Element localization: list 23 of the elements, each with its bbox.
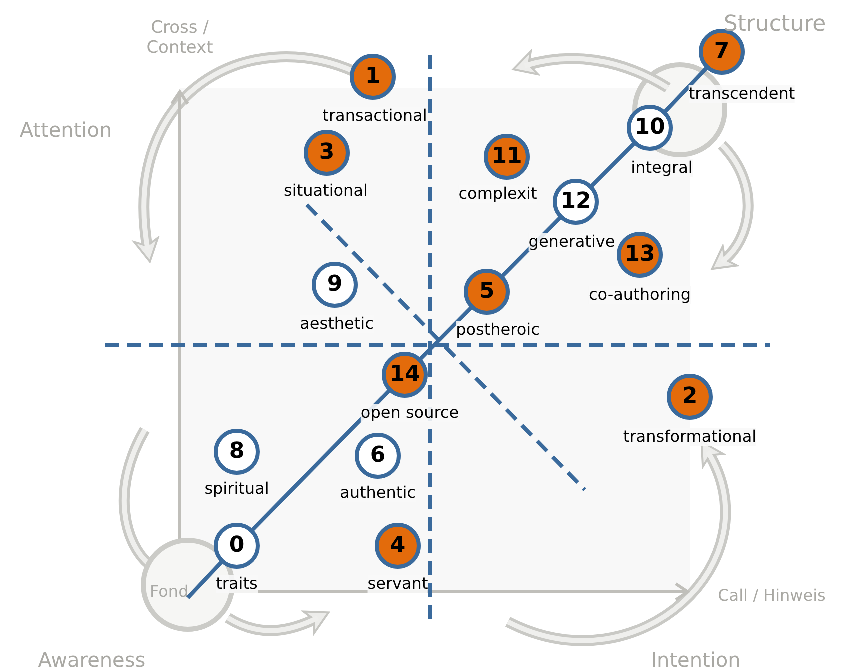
axis-label: Intention	[651, 648, 741, 670]
connector-line	[664, 67, 708, 113]
node-label: co-authoring	[588, 286, 692, 304]
node-label: spiritual	[204, 480, 270, 498]
connector-line	[590, 142, 636, 188]
node-label: postheroic	[456, 321, 540, 339]
node-label: traits	[216, 575, 258, 593]
node-label: transcendent	[688, 85, 796, 103]
number-circle: 1	[350, 54, 396, 100]
node-label: open source	[360, 404, 460, 422]
axis-label: Call / Hinweis	[718, 586, 826, 605]
axis-label: Cross / Context	[146, 18, 214, 58]
axis-label: Awareness	[38, 648, 146, 670]
node-label: transformational	[623, 428, 757, 446]
connector-line	[252, 390, 390, 531]
axis-label: Attention	[20, 118, 112, 142]
node-label: generative	[528, 233, 616, 251]
node-label: integral	[631, 159, 693, 177]
node-label: servant	[368, 575, 428, 593]
connector-line	[186, 561, 223, 600]
connector-line	[420, 306, 472, 360]
node-label: complexit	[458, 185, 538, 203]
number-circle: 2	[667, 374, 713, 420]
